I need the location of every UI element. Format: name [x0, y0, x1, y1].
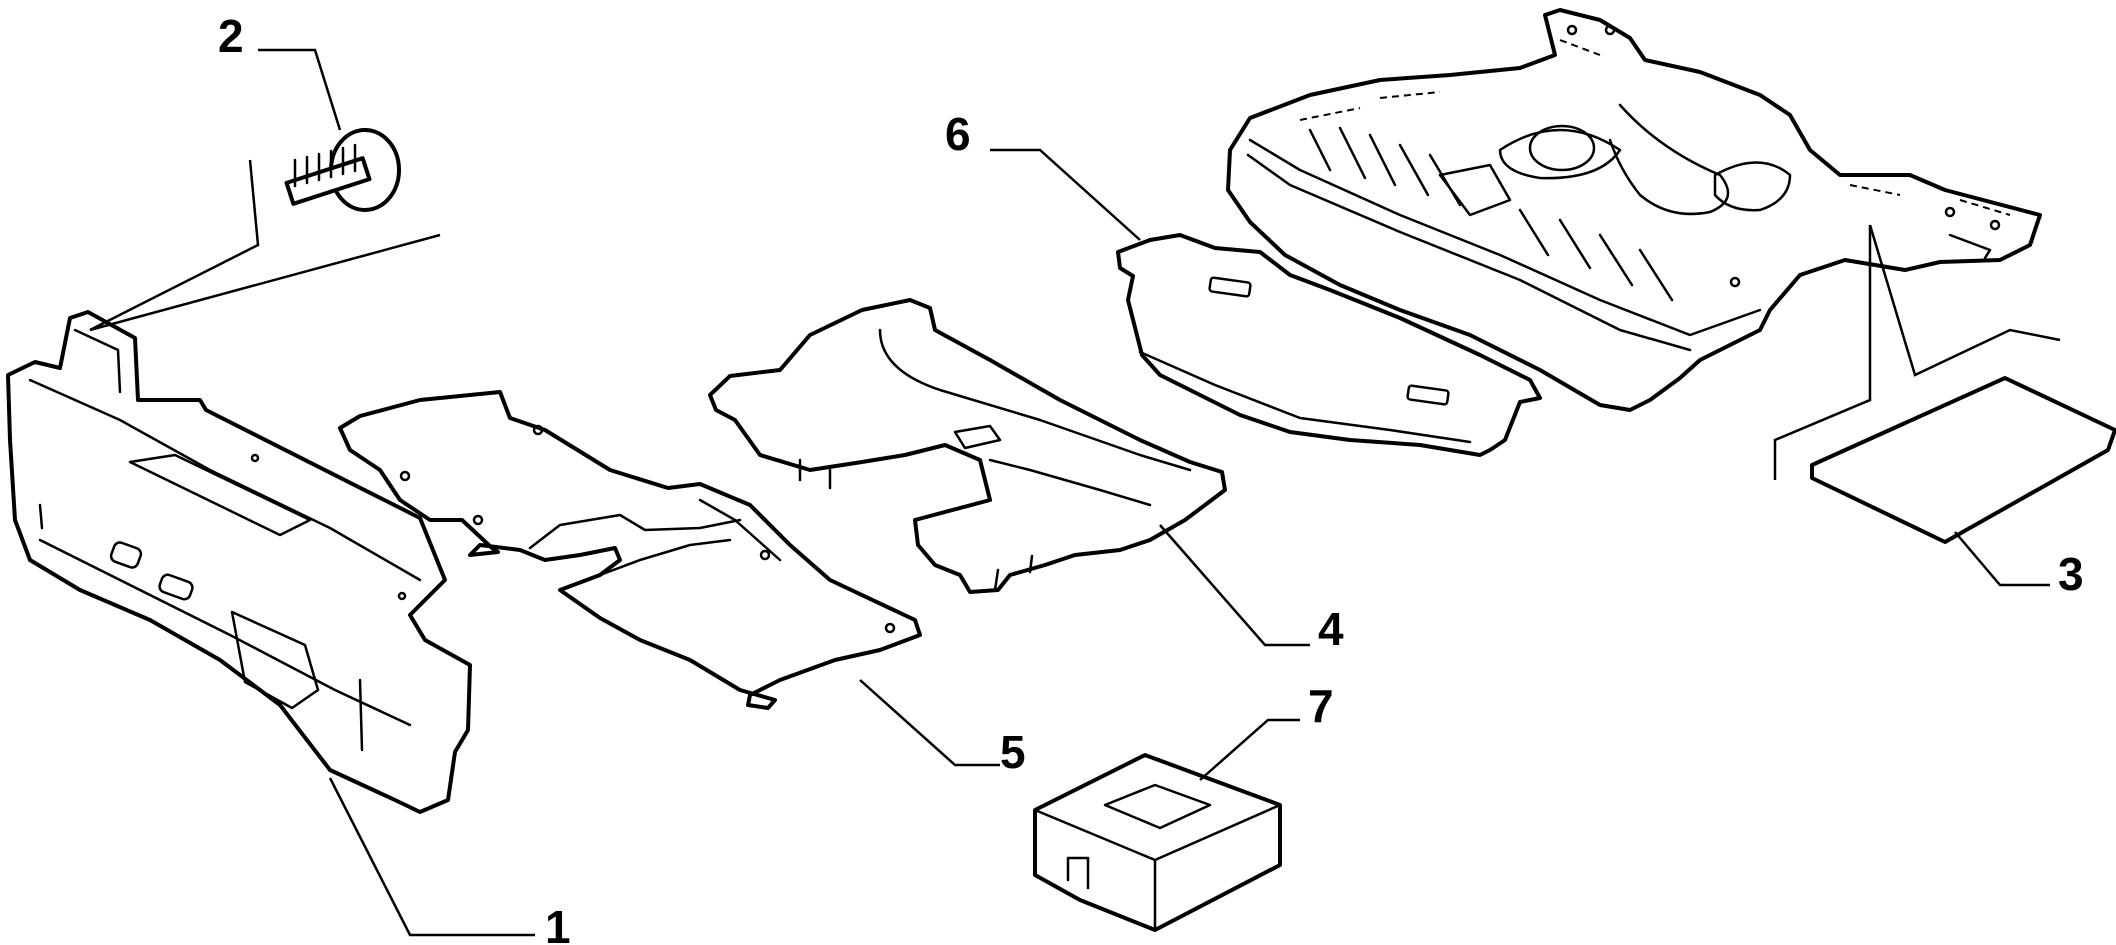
callout-3: 3	[2058, 548, 2084, 600]
leader-1-upper	[89, 159, 260, 332]
rear-floor-pan	[1226, 8, 2042, 412]
leader-lines	[89, 48, 2061, 937]
callout-4: 4	[1318, 603, 1344, 655]
leader-3-upper	[1773, 225, 1872, 480]
callout-5: 5	[1000, 726, 1026, 778]
leader-4	[1159, 524, 1310, 647]
leader-1-upper-b	[89, 233, 441, 332]
callout-labels: 2 1 5 4 6 7 3	[218, 10, 2084, 945]
callout-7: 7	[1308, 680, 1334, 732]
leader-1	[328, 777, 535, 937]
leader-3	[1954, 531, 2050, 587]
part-2-clip	[284, 128, 401, 212]
part-4-rear-mat	[708, 298, 1227, 594]
part-5-front-mat	[338, 390, 922, 710]
callout-1: 1	[545, 901, 571, 945]
part-3-pad	[1810, 376, 2116, 544]
leader-2	[258, 48, 342, 131]
leader-6	[990, 148, 1141, 241]
part-7-foam-block	[1033, 753, 1282, 932]
leader-5	[859, 679, 1000, 767]
leader-3-upper-b	[1868, 224, 2061, 377]
leader-7	[1199, 718, 1300, 781]
callout-6: 6	[945, 108, 971, 160]
callout-2: 2	[218, 10, 244, 62]
part-6-trunk-board	[1116, 233, 1542, 457]
part-1-front-trim	[6, 310, 472, 814]
